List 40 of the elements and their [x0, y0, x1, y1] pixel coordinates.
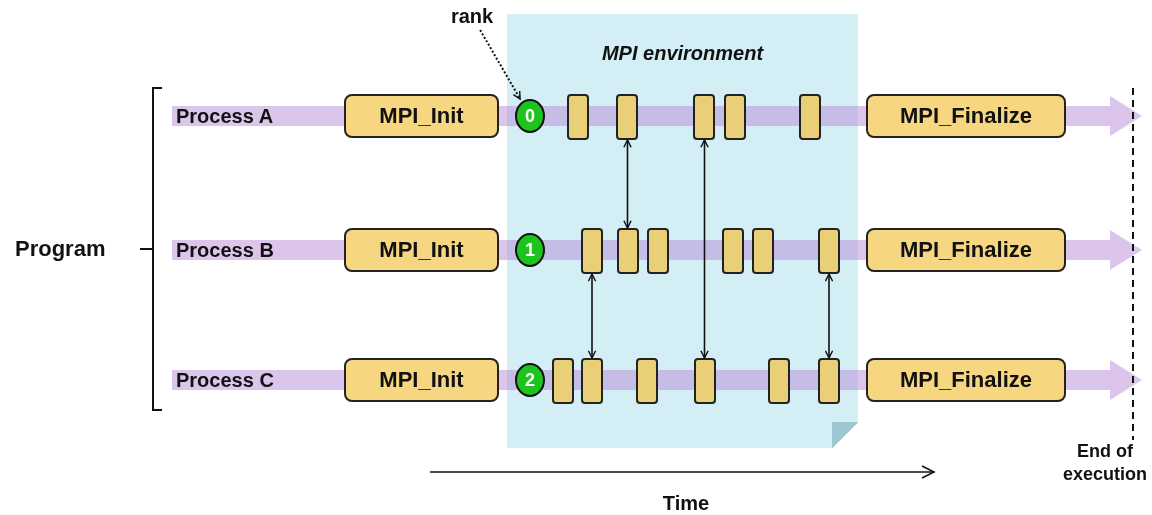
- message-bar: [752, 228, 774, 274]
- message-arrow: [623, 139, 632, 229]
- message-bar: [567, 94, 589, 140]
- message-bar: [799, 94, 821, 140]
- rank-circle: 2: [515, 363, 545, 397]
- call-box: MPI_Finalize: [866, 228, 1066, 272]
- message-arrow: [824, 273, 834, 359]
- rank-label: rank: [444, 2, 500, 30]
- rank-circle: 1: [515, 233, 545, 267]
- call-box: MPI_Init: [344, 228, 499, 272]
- call-box: MPI_Finalize: [866, 358, 1066, 402]
- message-bar: [647, 228, 669, 274]
- call-box: MPI_Init: [344, 358, 499, 402]
- message-bar: [722, 228, 744, 274]
- end-label: End of execution: [1062, 440, 1148, 487]
- message-bar: [724, 94, 746, 140]
- message-bar: [581, 358, 603, 404]
- message-bar: [693, 94, 715, 140]
- message-bar: [581, 228, 603, 274]
- process-label: Process B: [176, 238, 275, 263]
- message-bar: [768, 358, 790, 404]
- call-box: MPI_Finalize: [866, 94, 1066, 138]
- message-bar: [552, 358, 574, 404]
- message-bar: [617, 228, 639, 274]
- message-bar: [818, 358, 840, 404]
- process-label: Process A: [176, 104, 275, 129]
- environment-panel: [507, 14, 858, 448]
- message-bar: [694, 358, 716, 404]
- message-bar: [636, 358, 658, 404]
- program-label: Program: [15, 235, 107, 263]
- message-arrow: [700, 139, 709, 359]
- message-bar: [616, 94, 638, 140]
- message-bar: [818, 228, 840, 274]
- time-label: Time: [661, 491, 711, 515]
- panel-title: MPI environment: [601, 42, 764, 65]
- process-label: Process C: [176, 368, 275, 393]
- rank-circle: 0: [515, 99, 545, 133]
- leader-line: [479, 29, 522, 100]
- message-arrow: [587, 273, 597, 359]
- call-box: MPI_Init: [344, 94, 499, 138]
